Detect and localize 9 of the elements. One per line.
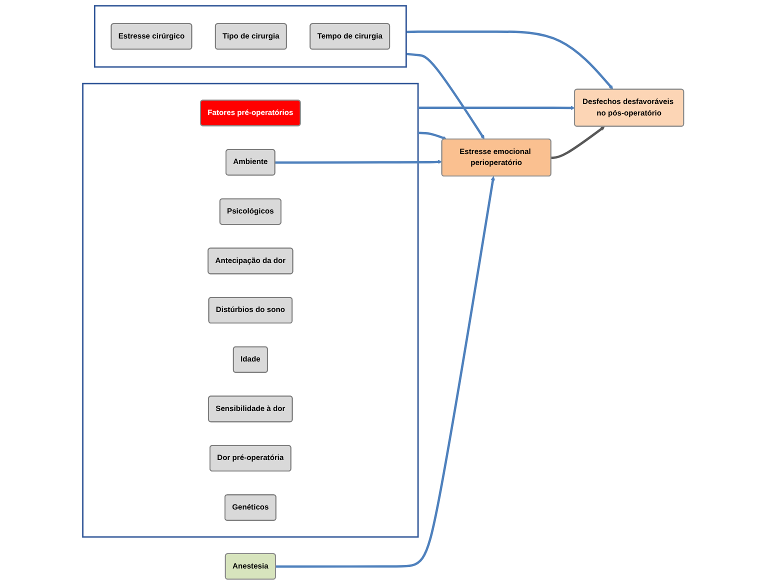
arrow: [418, 132, 448, 140]
cluster: [94, 5, 408, 68]
arrow: [418, 106, 576, 110]
arrow: [406, 30, 614, 90]
cluster: [82, 82, 420, 538]
arrow: [275, 160, 442, 164]
arrow: [551, 126, 606, 159]
arrow: [276, 176, 496, 568]
arrow: [406, 52, 485, 140]
